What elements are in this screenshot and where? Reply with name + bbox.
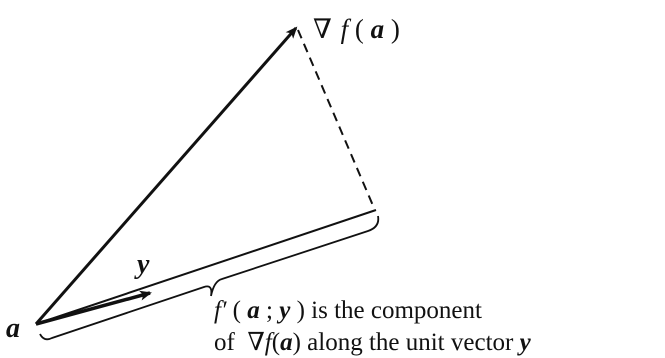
- caption-line1-rest: ) is the component: [297, 297, 482, 324]
- component-brace: [39, 215, 380, 341]
- caption-a: a: [247, 297, 260, 324]
- caption-line-2: of ∇f(a) along the unit vector y: [214, 329, 532, 356]
- caption-unit-y: y: [517, 329, 532, 356]
- caption-line-1: f′ ( a ; y ) is the component: [214, 297, 482, 324]
- caption-nabla: ∇: [247, 329, 264, 356]
- gradient-label: ∇ f ( a ): [313, 14, 400, 44]
- gradient-open-paren: (: [355, 14, 364, 44]
- perpendicular-dashed-line: [297, 29, 375, 209]
- caption-y: y: [276, 297, 291, 324]
- gradient-close-paren: ): [391, 14, 400, 44]
- gradient-f: f: [341, 14, 352, 44]
- caption-of: of: [214, 329, 247, 356]
- unit-vector-y: [35, 290, 152, 326]
- caption-grad-a: a: [280, 329, 293, 356]
- caption-grad-f: f: [265, 329, 275, 356]
- gradient-a: a: [371, 14, 385, 44]
- gradient-vector: [34, 26, 298, 325]
- caption-semicolon: ;: [266, 297, 273, 324]
- caption-grad-open: (: [272, 329, 280, 356]
- caption-grad-close: ): [293, 329, 301, 356]
- caption-open-paren: (: [233, 297, 241, 324]
- caption-line2-rest: along the unit vector: [301, 329, 520, 356]
- projection-line: [35, 209, 377, 325]
- caption-f-prime: f′: [214, 297, 227, 324]
- vector-y-label: y: [134, 249, 150, 280]
- point-a-label: a: [6, 313, 20, 344]
- nabla-symbol: ∇: [313, 14, 332, 44]
